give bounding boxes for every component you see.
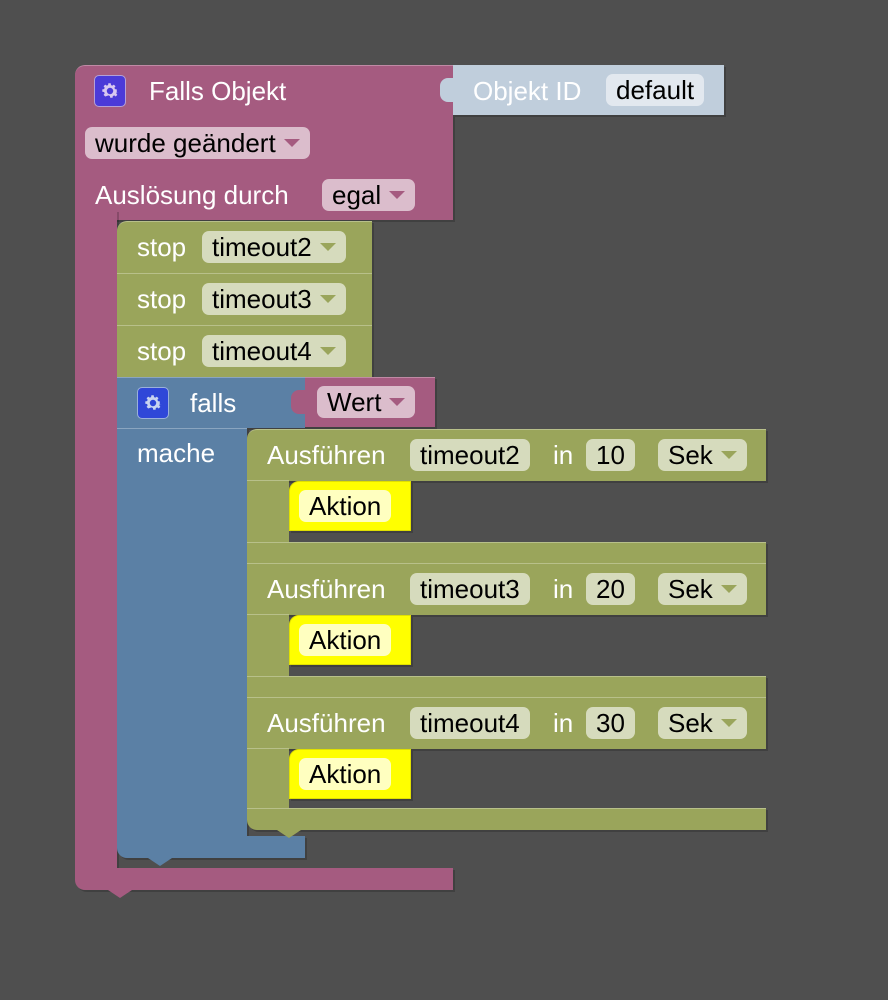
action-field[interactable]: Aktion — [299, 490, 392, 522]
event-type-dropdown[interactable]: wurde geändert — [85, 127, 310, 159]
puzzle-connector — [291, 390, 307, 414]
condition-dropdown[interactable]: Wert — [317, 386, 416, 418]
in-label: in — [553, 574, 574, 604]
in-label: in — [553, 440, 574, 470]
action-value: Aktion — [309, 625, 382, 655]
unit-dropdown[interactable]: Sek — [658, 439, 747, 471]
timeout-name-field[interactable]: timeout2 — [410, 439, 530, 471]
stop-label: stop — [137, 232, 187, 262]
if-label: falls — [190, 388, 237, 418]
stop-label: stop — [137, 336, 187, 366]
chevron-down-icon — [389, 191, 406, 200]
unit-dropdown[interactable]: Sek — [658, 707, 747, 739]
chevron-down-icon — [720, 451, 737, 460]
chevron-down-icon — [389, 398, 406, 407]
action-field[interactable]: Aktion — [299, 758, 392, 790]
timeout-block-left-arm — [247, 748, 289, 810]
timeout-label: Ausführen — [267, 574, 386, 604]
if-block-left-arm — [117, 428, 247, 838]
event-type-value: wurde geändert — [95, 128, 276, 158]
timeout-block-left-arm — [247, 614, 289, 676]
puzzle-connector — [440, 78, 456, 102]
stop-timeout-dropdown[interactable]: timeout4 — [202, 335, 346, 367]
if-block-bottom-bar — [117, 836, 305, 858]
chevron-down-icon — [720, 719, 737, 728]
object-id-value: default — [616, 75, 695, 105]
in-label: in — [553, 708, 574, 738]
if-block-bottom-notch — [148, 858, 172, 866]
gear-icon[interactable] — [137, 387, 169, 419]
delay-field[interactable]: 20 — [586, 573, 635, 605]
object-id-label: Objekt ID — [473, 76, 582, 106]
stop-timeout-value: timeout4 — [212, 336, 312, 366]
chevron-down-icon — [319, 243, 336, 252]
unit-value: Sek — [668, 574, 713, 604]
timeout-block-bottom — [247, 542, 766, 563]
chevron-down-icon — [720, 585, 737, 594]
event-block-title: Falls Objekt — [149, 76, 287, 106]
delay-field[interactable]: 30 — [586, 707, 635, 739]
event-block-bottom-notch — [108, 890, 132, 898]
delay-field[interactable]: 10 — [586, 439, 635, 471]
event-block-left-arm — [75, 210, 117, 868]
action-value: Aktion — [309, 759, 382, 789]
action-value: Aktion — [309, 491, 382, 521]
stop-timeout-dropdown[interactable]: timeout3 — [202, 283, 346, 315]
chevron-down-icon — [319, 347, 336, 356]
stop-timeout-value: timeout2 — [212, 232, 312, 262]
unit-dropdown[interactable]: Sek — [658, 573, 747, 605]
stop-timeout-value: timeout3 — [212, 284, 312, 314]
timeout-block-left-arm — [247, 480, 289, 542]
chevron-down-icon — [283, 139, 300, 148]
condition-value: Wert — [327, 387, 382, 417]
object-id-field[interactable]: default — [606, 74, 705, 106]
timeout-name-value: timeout3 — [420, 574, 520, 604]
trigger-label: Auslösung durch — [95, 180, 289, 210]
timeout-block-bottom — [247, 808, 766, 830]
timeout-block-bottom-notch — [277, 830, 301, 838]
action-field[interactable]: Aktion — [299, 624, 392, 656]
do-label: mache — [137, 438, 216, 468]
delay-value: 30 — [596, 708, 625, 738]
delay-value: 20 — [596, 574, 625, 604]
trigger-value: egal — [332, 180, 382, 210]
gear-icon[interactable] — [94, 75, 126, 107]
stop-label: stop — [137, 284, 187, 314]
event-block-bottom-bar — [75, 868, 453, 890]
chevron-down-icon — [319, 295, 336, 304]
stop-timeout-dropdown[interactable]: timeout2 — [202, 231, 346, 263]
trigger-dropdown[interactable]: egal — [322, 179, 416, 211]
timeout-label: Ausführen — [267, 440, 386, 470]
timeout-name-value: timeout4 — [420, 708, 520, 738]
unit-value: Sek — [668, 440, 713, 470]
unit-value: Sek — [668, 708, 713, 738]
timeout-block-bottom — [247, 676, 766, 697]
timeout-label: Ausführen — [267, 708, 386, 738]
timeout-name-field[interactable]: timeout4 — [410, 707, 530, 739]
delay-value: 10 — [596, 440, 625, 470]
timeout-name-value: timeout2 — [420, 440, 520, 470]
timeout-name-field[interactable]: timeout3 — [410, 573, 530, 605]
